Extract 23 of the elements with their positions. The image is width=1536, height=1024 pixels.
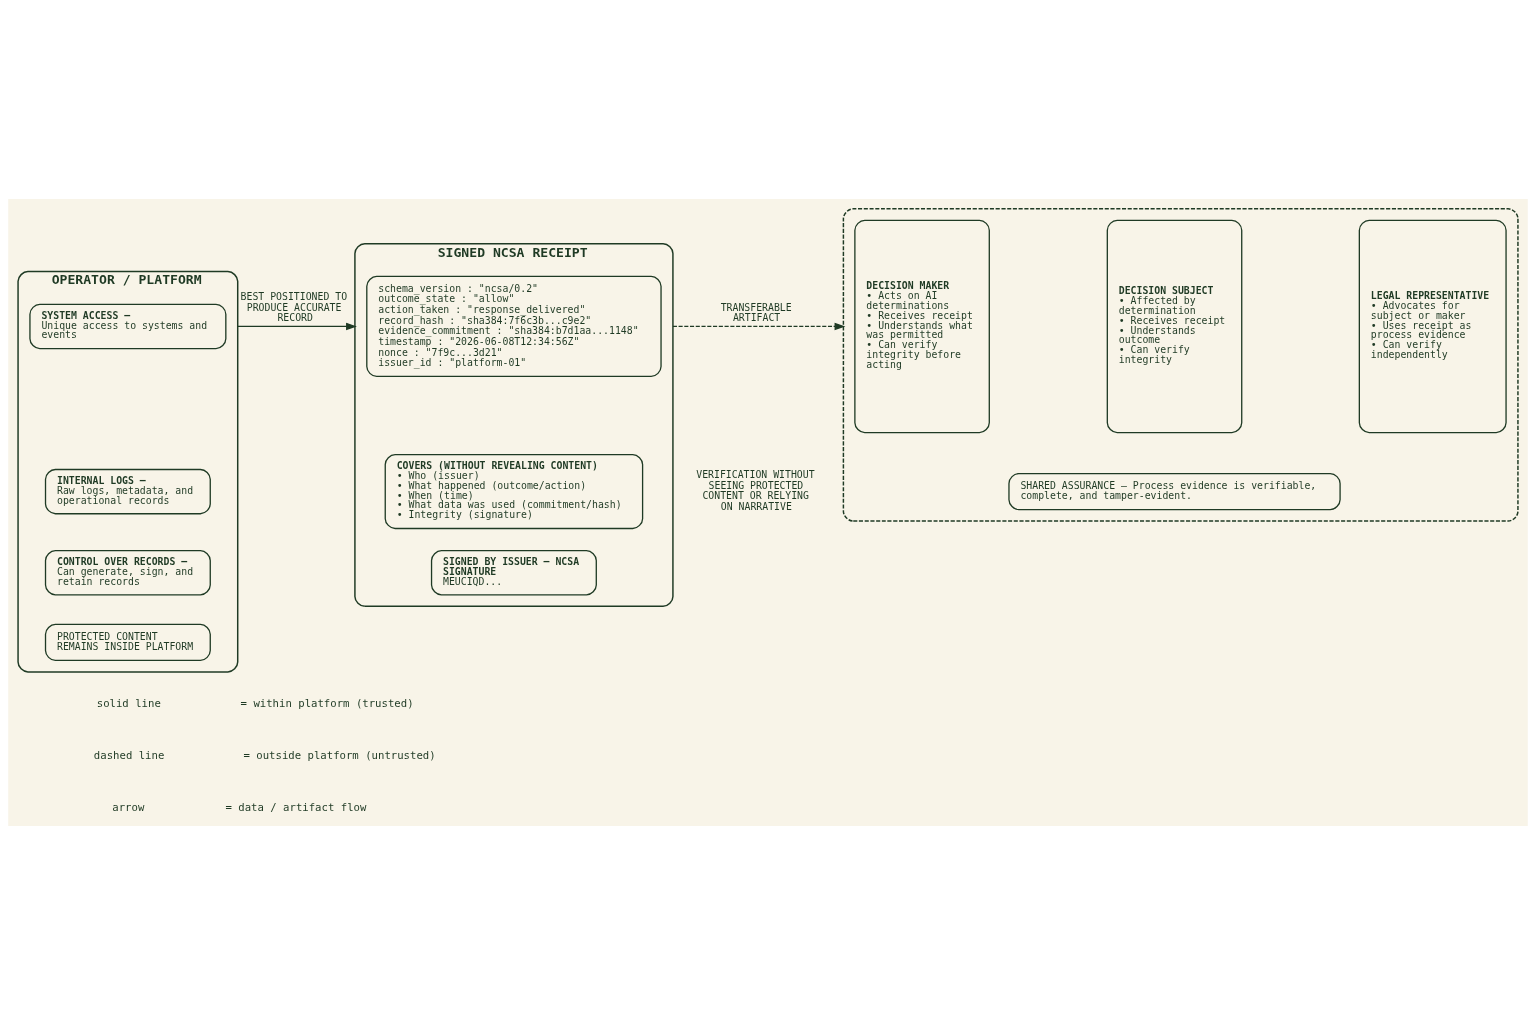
cluster xyxy=(842,207,1519,522)
node-box: CONTROL OVER RECORDS – Can generate, sign, and retain records xyxy=(44,549,211,596)
node-box: PROTECTED CONTENT REMAINS INSIDE PLATFORM xyxy=(44,623,211,661)
label: = within platform (trusted) xyxy=(240,696,414,710)
node-box: INTERNAL LOGS – Raw logs, metadata, and operational records xyxy=(44,468,211,514)
label: = data / artifact flow xyxy=(225,800,367,814)
node-box: DECISION SUBJECT • Affected by determination • Receives receipt • Understands outcome • Can verify integrity xyxy=(1106,219,1243,433)
node-box: SYSTEM ACCESS – Unique access to systems and events xyxy=(29,303,227,349)
arrow xyxy=(672,322,846,330)
label: dashed line xyxy=(93,748,165,762)
node-box: SHARED ASSURANCE – Process evidence is verifiable, complete, and tamper-evident. xyxy=(1008,472,1341,510)
edge-label: TRANSFERABLE ARTIFACT xyxy=(720,301,792,323)
node-box: SIGNED BY ISSUER – NCSA SIGNATURE MEUCIQD... xyxy=(430,549,597,596)
edge-label: BEST POSITIONED TO PRODUCE ACCURATE RECORD xyxy=(240,290,348,323)
node-box: DECISION MAKER • Acts on AI determinations • Receives receipt • Understands what was permitted • Can verify integrity before acting xyxy=(854,219,990,433)
node-box: schema_version : "ncsa/0.2" outcome_state : "allow" action_taken : "response_delivered" record_hash : "sha384:7f6c3b...c9e2" evidence_commitment : "sha384:b7d1aa...1148" timestamp : "2026-06-08T12:34:56Z" nonce : "7f9c...3d21" issuer_id : "platform-01" xyxy=(366,275,662,377)
node-box: LEGAL REPRESENTATIVE • Advocates for subject or maker • Uses receipt as process evidence • Can verify independently xyxy=(1358,219,1507,433)
label: VERIFICATION WITHOUT SEEING PROTECTED CONTENT OR RELYING ON NARRATIVE xyxy=(696,468,815,512)
label: solid line xyxy=(96,696,161,710)
label: = outside platform (untrusted) xyxy=(243,748,436,762)
arrow xyxy=(237,322,357,330)
node-box: COVERS (WITHOUT REVEALING CONTENT) • Who (issuer) • What happened (outcome/action) • When (time) • What data was used (commitment/hash) • Integrity (signature) xyxy=(384,453,644,529)
label: arrow xyxy=(112,800,145,814)
